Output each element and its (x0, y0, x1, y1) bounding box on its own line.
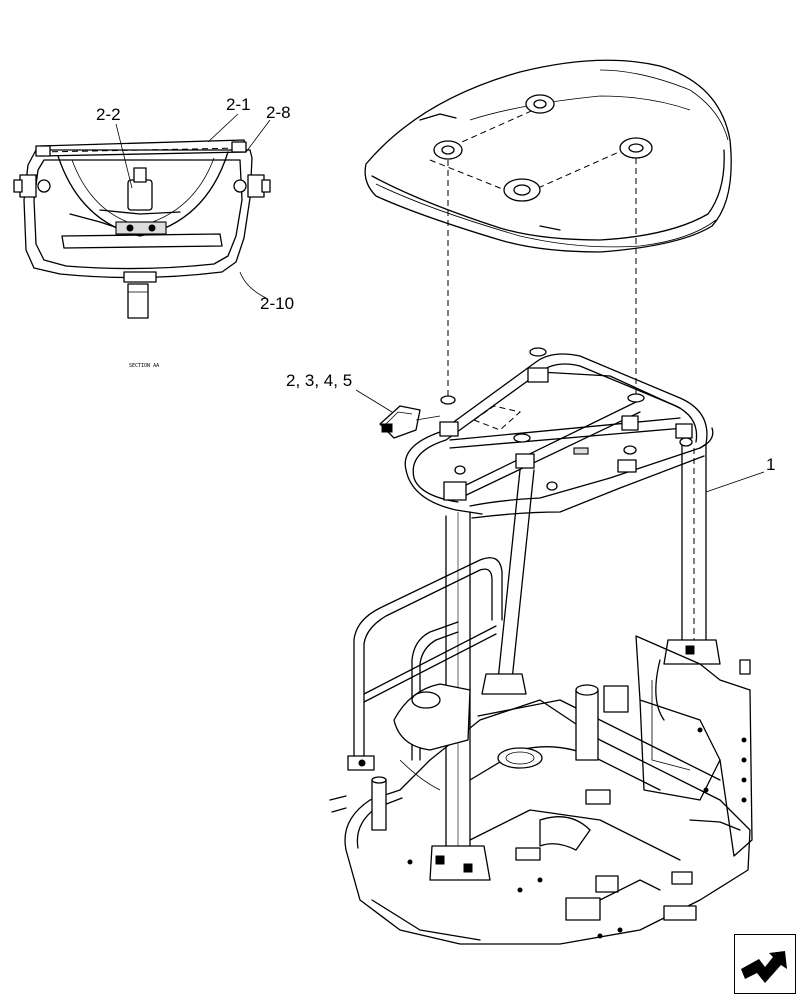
leader-1 (705, 471, 765, 493)
handrail (347, 557, 503, 771)
section-aa-lamp-detail (13, 139, 271, 319)
canopy-frame-top (404, 347, 714, 519)
leader-2345 (355, 389, 393, 413)
work-light-assembly (379, 405, 441, 439)
callout-2-10: 2-10 (260, 294, 294, 313)
canopy-roof (364, 59, 732, 253)
next-page-arrow-icon (741, 951, 787, 983)
callout-2-1: 2-1 (226, 95, 251, 114)
callout-2-3-4-5: 2, 3, 4, 5 (286, 371, 352, 390)
callout-2-2: 2-2 (96, 105, 121, 124)
callout-1: 1 (766, 455, 775, 474)
machine-base (329, 635, 753, 945)
callout-2-8: 2-8 (266, 103, 291, 122)
canopy-posts (429, 443, 721, 881)
detail-leader-lines (115, 113, 271, 299)
section-caption: SECTION AA (129, 363, 159, 369)
next-page-button[interactable] (734, 934, 796, 994)
